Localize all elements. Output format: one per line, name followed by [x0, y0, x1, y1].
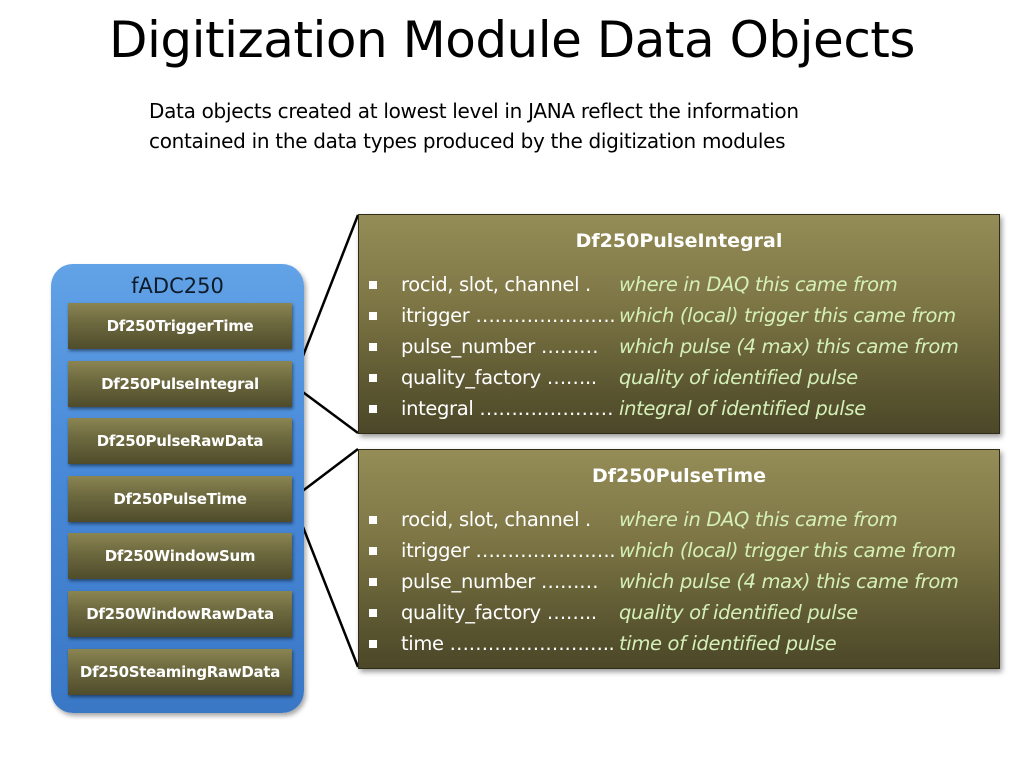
bullet-icon: [369, 374, 377, 382]
field-item: quality_factory …….. quality of identifi…: [369, 597, 999, 628]
module-item-df250triggertime[interactable]: Df250TriggerTime: [68, 303, 292, 349]
bullet-icon: [369, 405, 377, 413]
field-description: where in DAQ this came from: [619, 273, 898, 296]
subtitle: Data objects created at lowest level in …: [149, 96, 869, 156]
field-description: quality of identified pulse: [619, 366, 858, 389]
panel-df250pulseintegral: Df250PulseIntegral rocid, slot, channel …: [358, 214, 1000, 434]
module-item-df250windowrawdata[interactable]: Df250WindowRawData: [68, 591, 292, 637]
module-item-df250windowsum[interactable]: Df250WindowSum: [68, 533, 292, 579]
field-item: pulse_number ……… which pulse (4 max) thi…: [369, 331, 999, 362]
panel-title: Df250PulseIntegral: [575, 230, 783, 252]
module-item-df250pulseintegral[interactable]: Df250PulseIntegral: [68, 361, 292, 407]
fadc250-module: fADC250 Df250TriggerTime Df250PulseInteg…: [51, 264, 304, 713]
field-description: quality of identified pulse: [619, 601, 858, 624]
field-name: itrigger ………………….: [401, 304, 616, 327]
field-item: quality_factory …….. quality of identifi…: [369, 362, 999, 393]
module-item-df250pulsetime[interactable]: Df250PulseTime: [68, 476, 292, 522]
field-item: rocid, slot, channel . where in DAQ this…: [369, 504, 999, 535]
slide-title: Digitization Module Data Objects: [109, 11, 915, 69]
field-name: pulse_number ………: [401, 335, 599, 358]
field-name: integral …………………: [401, 397, 614, 420]
field-description: where in DAQ this came from: [619, 508, 898, 531]
bullet-icon: [369, 516, 377, 524]
field-item: itrigger …………………. which (local) trigger …: [369, 535, 999, 566]
panel-df250pulsetime: Df250PulseTime rocid, slot, channel . wh…: [358, 449, 1000, 669]
field-description: integral of identified pulse: [619, 397, 866, 420]
field-name: rocid, slot, channel .: [401, 508, 591, 531]
panel-title: Df250PulseTime: [591, 465, 766, 487]
module-item-df250pulserawdata[interactable]: Df250PulseRawData: [68, 418, 292, 464]
field-description: which pulse (4 max) this came from: [619, 570, 959, 593]
field-name: time ……………………..: [401, 632, 615, 655]
field-item: pulse_number ……… which pulse (4 max) thi…: [369, 566, 999, 597]
bullet-icon: [369, 312, 377, 320]
module-item-df250steamingrawdata[interactable]: Df250SteamingRawData: [68, 649, 292, 695]
bullet-icon: [369, 640, 377, 648]
field-description: time of identified pulse: [619, 632, 837, 655]
field-item: itrigger …………………. which (local) trigger …: [369, 300, 999, 331]
field-item: time …………………….. time of identified pulse: [369, 628, 999, 659]
bullet-icon: [369, 343, 377, 351]
bullet-icon: [369, 578, 377, 586]
field-name: quality_factory ……..: [401, 366, 597, 389]
field-description: which (local) trigger this came from: [619, 304, 956, 327]
subtitle-line-1: Data objects created at lowest level in …: [149, 99, 799, 123]
field-name: quality_factory ……..: [401, 601, 597, 624]
field-item: rocid, slot, channel . where in DAQ this…: [369, 269, 999, 300]
field-name: itrigger ………………….: [401, 539, 616, 562]
bullet-icon: [369, 547, 377, 555]
field-item: integral ………………… integral of identified …: [369, 393, 999, 424]
field-list: rocid, slot, channel . where in DAQ this…: [369, 269, 999, 424]
field-description: which (local) trigger this came from: [619, 539, 956, 562]
field-name: rocid, slot, channel .: [401, 273, 591, 296]
field-list: rocid, slot, channel . where in DAQ this…: [369, 504, 999, 659]
module-title: fADC250: [131, 274, 224, 298]
bullet-icon: [369, 609, 377, 617]
subtitle-line-2: contained in the data types produced by …: [149, 129, 786, 153]
field-description: which pulse (4 max) this came from: [619, 335, 959, 358]
field-name: pulse_number ………: [401, 570, 599, 593]
bullet-icon: [369, 281, 377, 289]
